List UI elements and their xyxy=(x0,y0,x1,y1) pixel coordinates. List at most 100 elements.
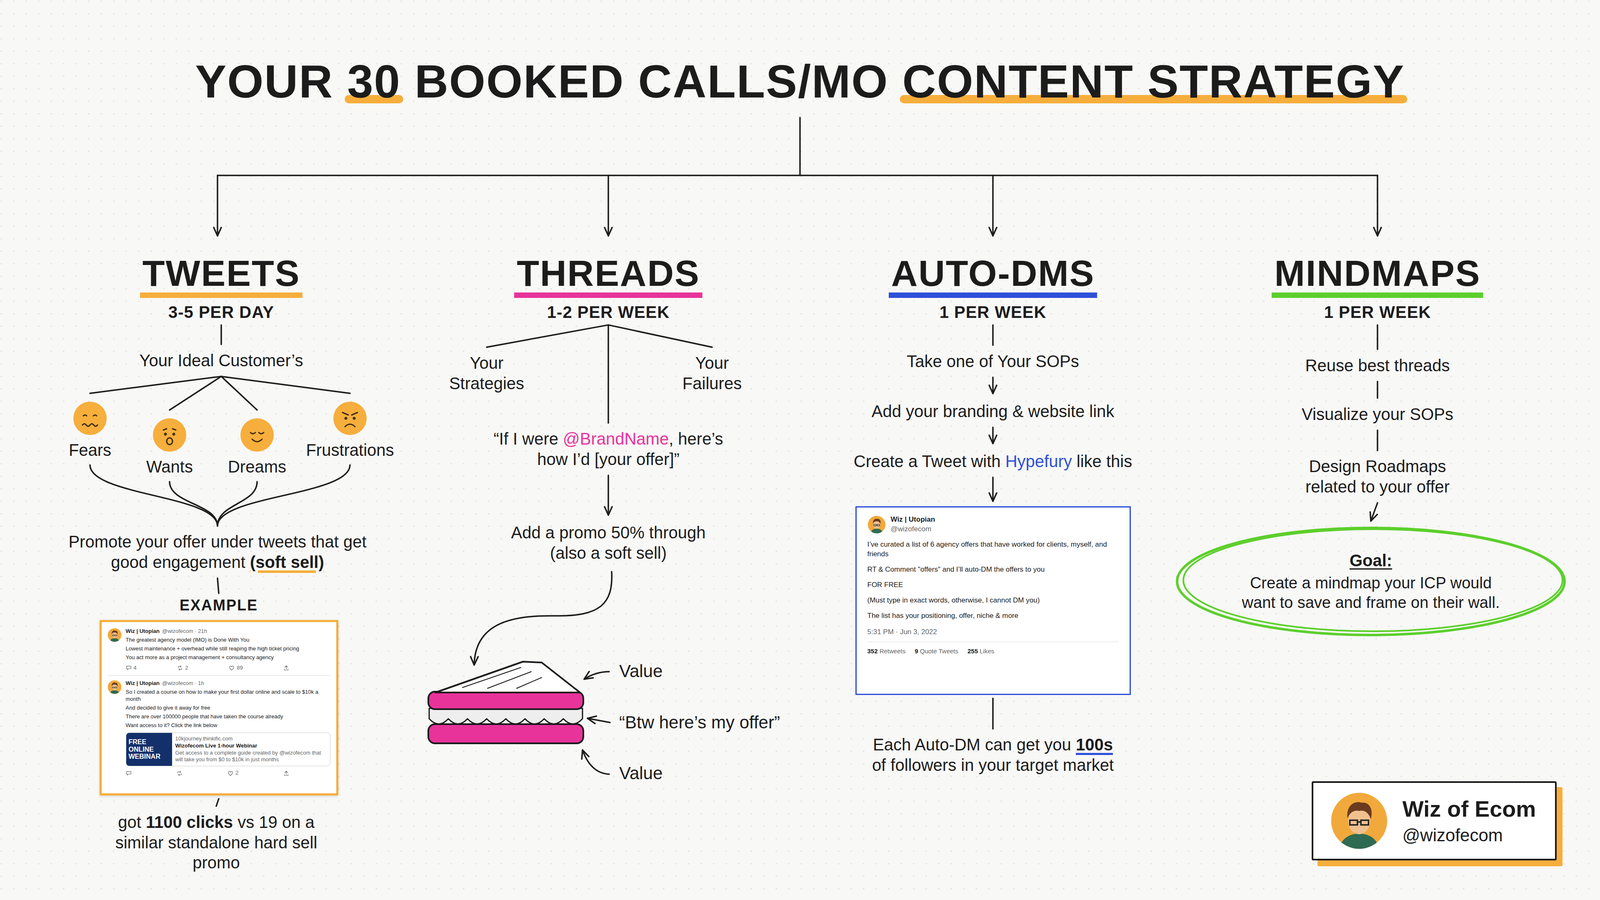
connector xyxy=(992,698,994,729)
action-icon-shape xyxy=(229,666,234,671)
step: Design Roadmaps related to your offer xyxy=(1281,453,1474,500)
title-tree xyxy=(217,117,1378,236)
goal-ellipse-node: Goal:Create a mindmap your ICP would wan… xyxy=(1175,526,1567,637)
avatar-shirt xyxy=(109,637,120,643)
emoji-features xyxy=(82,415,98,427)
connector xyxy=(1376,381,1379,398)
avatar-shirt xyxy=(870,528,883,534)
tweet-stat: 255 Likes xyxy=(967,647,995,656)
author-handle: @wizofecom xyxy=(890,524,936,535)
bread-top-face xyxy=(435,661,580,693)
emphasis: 100s xyxy=(1075,735,1113,754)
emoji-face xyxy=(149,415,190,455)
connector xyxy=(992,427,994,444)
action-icon xyxy=(283,665,290,671)
tweet-text: And decided to give it away for free xyxy=(125,704,331,712)
stat-number: 352 xyxy=(867,647,878,655)
avatar-ground xyxy=(867,515,886,534)
goal-heading: Goal: xyxy=(1233,550,1509,571)
connector xyxy=(217,578,219,594)
emoji-circle xyxy=(73,401,107,435)
bread-texture xyxy=(462,667,542,689)
avatar-glasses xyxy=(112,687,117,689)
leader-arrow xyxy=(584,671,610,680)
emotion-label: Frustrations xyxy=(305,440,394,460)
tweet-text: FOR FREE xyxy=(867,580,1119,590)
author-handle: @wizofecom · 1h xyxy=(162,680,205,687)
author-badge: Wiz of Ecom@wizofecom xyxy=(1311,781,1558,860)
step-text: “If I were @BrandName, here’s how I’d [y… xyxy=(484,428,733,470)
column-heading: MINDMAPS xyxy=(1271,253,1483,298)
action-icon-shape xyxy=(228,771,233,776)
column-heading: TWEETS xyxy=(140,253,303,298)
step: Add your branding & website link xyxy=(866,398,1120,425)
avatar-glasses xyxy=(112,635,117,637)
emphasis: Hypefury xyxy=(1005,452,1073,471)
column-header: TWEETS3-5 PER DAY xyxy=(131,253,312,322)
emoji-circle xyxy=(240,418,274,452)
action-icon xyxy=(176,770,183,777)
action-count: 89 xyxy=(236,664,243,672)
card-title: Wizofecom Live 1-hour Webinar xyxy=(175,742,327,750)
avatar-hair xyxy=(872,518,881,525)
step: Each Auto-DM can get you 100s of followe… xyxy=(859,732,1127,778)
tweet-text: There are over 100000 people that have t… xyxy=(125,713,331,721)
step: Promote your offer under tweets that get… xyxy=(63,529,372,575)
card-description: Get access to a complete guide created b… xyxy=(175,749,327,764)
connector xyxy=(221,376,350,394)
tweet-text: Lowest maintenance + overhead while stil… xyxy=(125,645,331,653)
example-label: EXAMPLE xyxy=(99,596,339,615)
column-heading: THREADS xyxy=(514,253,703,298)
avatar xyxy=(1330,791,1389,850)
action-icon-shape xyxy=(284,665,289,671)
emoji-features xyxy=(250,432,264,442)
column-header: MINDMAPS1 PER WEEK xyxy=(1263,253,1492,322)
step: Your Ideal Customer’s xyxy=(134,347,309,374)
top-bread xyxy=(428,691,584,710)
connector xyxy=(220,325,223,345)
emotion-node: Wants xyxy=(142,413,198,479)
curved-arrow xyxy=(474,571,612,665)
tweet-stat: 9 Quote Tweets xyxy=(914,647,959,656)
connector xyxy=(169,481,218,526)
column-header: THREADS1-2 PER WEEK xyxy=(505,253,711,322)
card-image: FREE ONLINE WEBINAR xyxy=(126,732,173,767)
tree-stem xyxy=(799,117,801,176)
step-text: Promote your offer under tweets that get… xyxy=(68,531,367,573)
tweet-text: (Must type in exact words, otherwise, I … xyxy=(867,595,1119,606)
avatar xyxy=(867,515,886,534)
emoji-features xyxy=(163,428,176,445)
tweet: Wiz | Utopian@wizofecom · 21hThe greates… xyxy=(107,625,331,674)
step-text: Your Failures xyxy=(667,352,758,394)
author-name: Wiz | Utopian xyxy=(125,680,160,687)
sandwich-label: “Btw here’s my offer” xyxy=(617,711,782,734)
connector xyxy=(486,325,609,348)
emotion-node: Dreams xyxy=(223,413,291,479)
action-icon xyxy=(125,665,132,671)
connector xyxy=(1376,430,1379,451)
emotion-node: Frustrations xyxy=(301,396,398,462)
emoji-circle xyxy=(152,418,187,452)
step-text: Reuse best threads xyxy=(1305,355,1450,376)
action-icon-shape xyxy=(177,771,182,776)
card-image-text: FREE ONLINE WEBINAR xyxy=(128,738,170,761)
ellipse-stroke xyxy=(1177,527,1565,635)
step: Your Strategies xyxy=(436,350,537,397)
action-icon xyxy=(125,770,132,777)
author-handle: @wizofecom xyxy=(1402,825,1537,846)
tweet-text: The list has your positioning, offer, ni… xyxy=(867,611,1119,621)
connector xyxy=(992,377,994,394)
connector xyxy=(607,325,610,423)
emoji-circle xyxy=(333,401,367,435)
avatar-shirt xyxy=(109,690,120,695)
bottom-bread xyxy=(428,724,584,744)
step: Create a Tweet with Hypefury like this xyxy=(848,448,1138,475)
avatar-hair xyxy=(111,682,118,688)
avatar-shirt xyxy=(1339,833,1379,850)
tweet-text: You act more as a project management + c… xyxy=(125,654,331,662)
author-handle: @wizofecom · 21h xyxy=(162,627,208,635)
step-text: Create a Tweet with Hypefury like this xyxy=(853,451,1133,472)
step: Add a promo 50% through (also a soft sel… xyxy=(491,520,725,566)
step-text: Each Auto-DM can get you 100s of followe… xyxy=(864,734,1122,776)
